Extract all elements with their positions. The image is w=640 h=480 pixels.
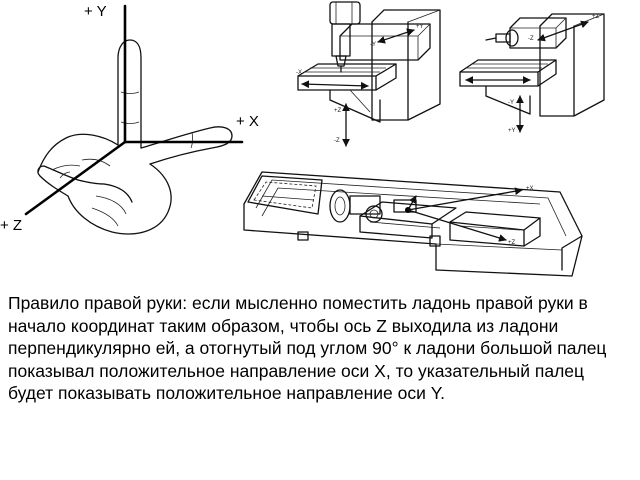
hmill-y-plus: +Y — [508, 128, 516, 134]
z-axis-label: + Z — [0, 217, 22, 234]
right-hand-rule-figure: + Y + X + Z -Y +Y -X — [0, 1, 605, 277]
lathe-diagram: +X +Z — [243, 171, 583, 277]
z-axis — [24, 140, 127, 216]
y-axis-label: + Y — [84, 3, 107, 20]
hand-axes: + Y + X + Z — [0, 3, 259, 234]
hmill-z-plus: +Z — [592, 14, 600, 20]
vertical-mill-diagram: -Y +Y -X +Z -Z — [296, 1, 441, 147]
vmill-x-minus: -X — [296, 70, 302, 76]
vmill-y-minus: -Y — [370, 42, 376, 48]
lathe-z-plus: +Z — [508, 240, 516, 246]
vmill-z-minus: -Z — [334, 138, 340, 144]
vmill-z-plus: +Z — [334, 108, 342, 114]
lathe-x-plus: +X — [526, 186, 534, 192]
horizontal-mill-diagram: -Z +Z -Y +Y — [459, 13, 605, 134]
hmill-y-minus: -Y — [508, 100, 514, 106]
vmill-y-plus: +Y — [416, 24, 424, 30]
x-axis-label: + X — [236, 113, 259, 130]
right-hand-rule-caption: Правило правой руки: если мысленно помес… — [8, 293, 607, 403]
hmill-z-minus: -Z — [528, 36, 534, 42]
hand-illustration — [37, 39, 233, 235]
